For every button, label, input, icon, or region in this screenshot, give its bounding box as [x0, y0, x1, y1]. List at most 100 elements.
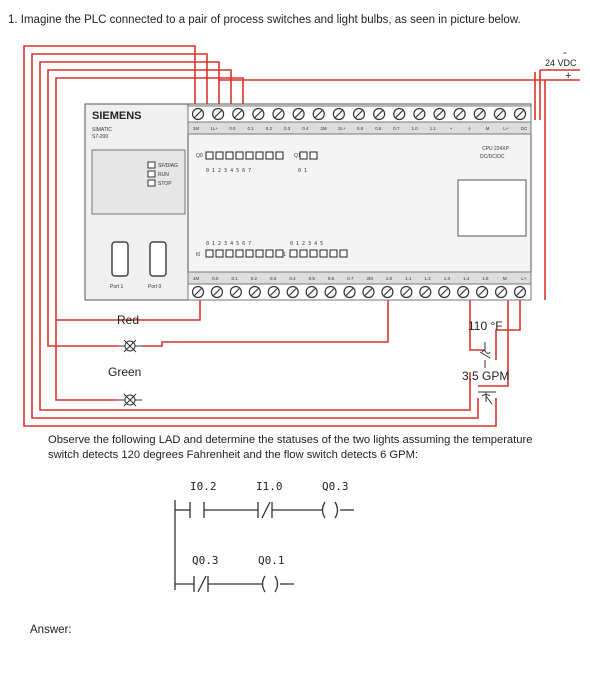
i0-status-led [275, 249, 284, 258]
plc-brand: SIEMENS [92, 110, 142, 122]
terminal-screw [438, 285, 451, 299]
terminal-screw [413, 107, 426, 121]
question-text: 1. Imagine the PLC connected to a pair o… [8, 14, 521, 26]
answer-label: Answer: [30, 624, 72, 636]
i0-status-led [225, 249, 234, 258]
terminal-screw [457, 285, 470, 299]
terminal-screw [362, 285, 375, 299]
terminal-screw [400, 285, 413, 299]
plc-model-line1: SIMATIC [92, 127, 112, 133]
terminal-screw [305, 285, 318, 299]
q0-status-led [275, 151, 284, 160]
terminal-screw [191, 285, 205, 299]
terminal-screw [493, 107, 506, 121]
bottom-terminal-screws [191, 285, 527, 299]
rung1-contact2-address: I1.0 [256, 480, 283, 493]
terminal-screw [476, 285, 489, 299]
terminal-label: 0.7 [347, 276, 354, 281]
terminal-screw [292, 107, 305, 121]
q0-status-led [245, 151, 254, 160]
terminal-screw [513, 285, 527, 299]
plc-model-line2: S7-200 [92, 134, 108, 140]
i1-status-led [299, 249, 308, 258]
q1-status-led [299, 151, 308, 160]
terminal-label: 0.5 [309, 276, 316, 281]
green-lamp-icon [118, 393, 142, 407]
terminal-label: 2L+ [338, 126, 346, 131]
q1-led-numbers: 0 1 [298, 168, 307, 174]
q1-status-led [309, 151, 318, 160]
terminal-label: 1.2 [424, 276, 431, 281]
terminal-label: 0.1 [231, 276, 238, 281]
terminal-screw [513, 107, 527, 121]
red-lamp-icon [118, 339, 142, 353]
terminal-screw [381, 285, 394, 299]
terminal-label: 1M [193, 126, 200, 131]
observe-instructions: Observe the following LAD and determine … [48, 434, 533, 461]
terminal-screw [433, 107, 446, 121]
terminal-screw [419, 285, 432, 299]
terminal-screw [453, 107, 466, 121]
terminal-screw [373, 107, 386, 121]
rung1-coil-address: Q0.3 [322, 480, 349, 493]
flow-switch-icon [478, 391, 496, 405]
q0-led-numbers: 0 1 2 3 4 5 6 7 [206, 168, 251, 174]
i1-status-led [329, 249, 338, 258]
green-light-label: Green [108, 365, 141, 379]
terminal-label: • [450, 126, 452, 131]
terminal-screw [272, 107, 285, 121]
i0-status-led [255, 249, 264, 258]
terminal-screw [332, 107, 345, 121]
terminal-label: 0.4 [302, 126, 309, 131]
terminal-screw [286, 285, 299, 299]
terminal-label: L+ [521, 276, 527, 281]
terminal-label: M [486, 126, 490, 131]
terminal-label: 2M [320, 126, 327, 131]
terminal-label: 0.5 [357, 126, 364, 131]
terminal-label: 1.1 [405, 276, 412, 281]
terminal-label: 1M [193, 276, 200, 281]
port0-label: Port 0 [148, 284, 162, 290]
terminal-screw [352, 107, 366, 121]
port1-label: Port 1 [110, 284, 124, 290]
terminal-label: L+ [503, 126, 509, 131]
terminal-label: 0.1 [248, 126, 255, 131]
terminal-label: 1.1 [430, 126, 437, 131]
q0-status-led [215, 151, 224, 160]
terminal-label: 1.3 [444, 276, 451, 281]
terminal-screw [312, 107, 325, 121]
terminal-label: ⏚ [467, 125, 472, 131]
i0-led-label: I0 [196, 252, 200, 258]
terminal-screw [229, 285, 242, 299]
terminal-label: 0.3 [284, 126, 291, 131]
terminal-label: 0.6 [375, 126, 382, 131]
terminal-screw [267, 285, 280, 299]
i0-status-led [265, 249, 274, 258]
terminal-label: 1.0 [386, 276, 393, 281]
terminal-screw [191, 107, 205, 121]
temperature-switch-icon [479, 342, 491, 368]
i1-status-led [309, 249, 318, 258]
led-label-stop: STOP [158, 181, 172, 187]
plc-unit [84, 103, 532, 301]
terminal-screw [393, 107, 406, 121]
q0-status-led [255, 151, 264, 160]
terminal-label: DC [521, 126, 528, 131]
q1-led-label: Q1 [294, 153, 301, 159]
terminal-screw [210, 285, 224, 299]
output-status-leds [205, 151, 318, 160]
i0-status-led [215, 249, 224, 258]
terminal-label: 0.0 [212, 276, 219, 281]
ladder-diagram [174, 500, 354, 593]
q0-status-led [205, 151, 214, 160]
terminal-screw [324, 285, 337, 299]
i0-status-led [245, 249, 254, 258]
power-minus-label: - [563, 47, 567, 59]
terminal-label: 1.0 [412, 126, 419, 131]
terminal-label: 0.0 [229, 126, 236, 131]
rung2-coil-address: Q0.1 [258, 554, 285, 567]
i1-status-led [339, 249, 348, 258]
i0-led-numbers: 0 1 2 3 4 5 6 7 [206, 241, 251, 247]
i0-status-led [235, 249, 244, 258]
